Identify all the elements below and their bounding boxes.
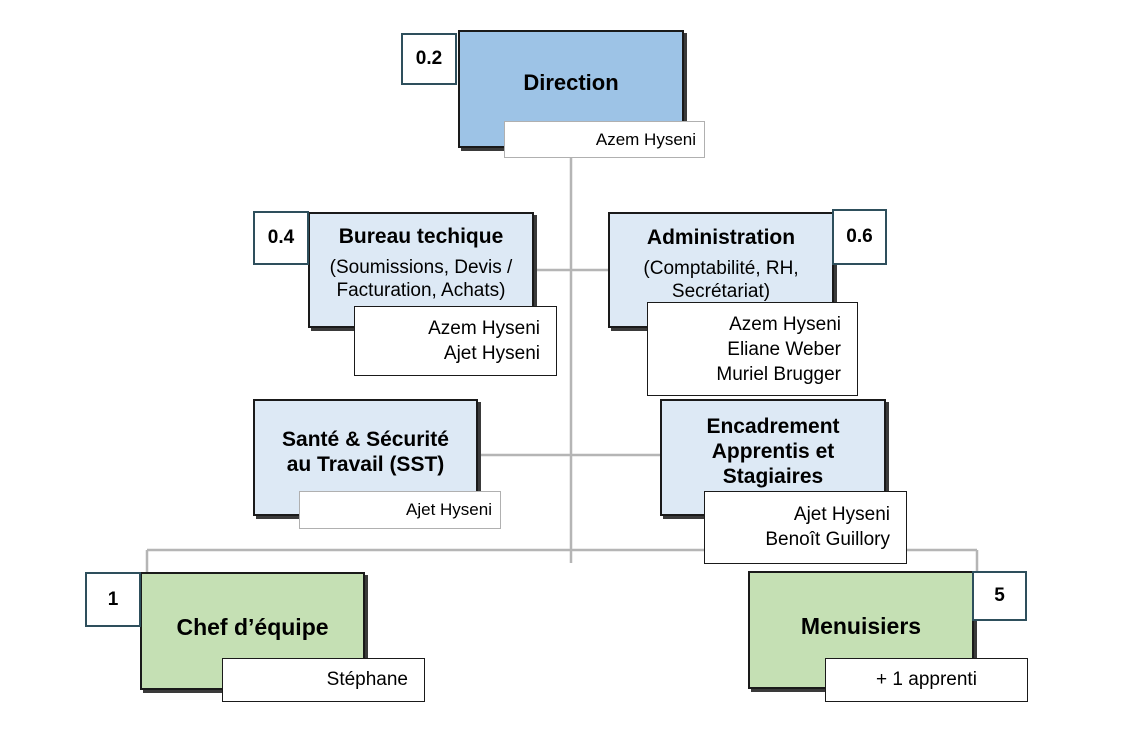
chef-equipe-title: Chef d’équipe [176,614,329,640]
menuisiers-people: + 1 apprenti [825,658,1028,702]
direction-people: Azem Hyseni [504,121,705,158]
menuisiers-title: Menuisiers [800,613,922,639]
encadrement-title: Encadrement Apprentis et Stagiaires [706,414,839,489]
chef-equipe-number: 1 [85,572,141,627]
subtitle-line: (Soumissions, Devis / [329,257,513,278]
title-line: Encadrement [706,415,840,438]
person-name: Benoît Guillory [765,529,890,550]
chef-equipe-people: Stéphane [222,658,425,702]
encadrement-box: Encadrement Apprentis et Stagiaires [660,399,886,516]
person-name: Ajet Hyseni [793,504,890,525]
sst-title: Santé & Sécurité au Travail (SST) [282,427,449,477]
title-line: au Travail (SST) [286,453,445,476]
administration-subtitle: (Comptabilité, RH, Secrétariat) [643,257,798,303]
bureau-technique-subtitle: (Soumissions, Devis / Facturation, Achat… [330,256,513,302]
direction-number: 0.2 [401,33,457,85]
menuisiers-number: 5 [972,571,1027,621]
person-name: Eliane Weber [727,339,841,360]
person-name: Muriel Brugger [716,364,841,385]
person-name: Ajet Hyseni [443,343,540,364]
title-line: Apprentis et [711,440,835,463]
title-line: Santé & Sécurité [282,428,449,451]
bureau-technique-title: Bureau techique [338,225,504,248]
administration-number: 0.6 [832,209,887,265]
person-name: Azem Hyseni [595,130,696,149]
sst-people: Ajet Hyseni [299,491,501,529]
bureau-technique-people: Azem Hyseni Ajet Hyseni [354,306,557,376]
person-name: Ajet Hyseni [406,500,492,519]
encadrement-people: Ajet Hyseni Benoît Guillory [704,491,907,564]
person-name: + 1 apprenti [876,669,977,690]
administration-people: Azem Hyseni Eliane Weber Muriel Brugger [647,302,858,396]
subtitle-line: (Comptabilité, RH, [643,258,799,279]
person-name: Azem Hyseni [428,318,540,339]
bureau-technique-number: 0.4 [253,211,309,265]
administration-title: Administration [646,226,796,249]
subtitle-line: Secrétariat) [671,281,771,302]
title-line: Stagiaires [722,465,824,488]
person-name: Stéphane [326,669,408,690]
direction-title: Direction [523,70,619,95]
person-name: Azem Hyseni [729,314,841,335]
subtitle-line: Facturation, Achats) [336,280,506,301]
